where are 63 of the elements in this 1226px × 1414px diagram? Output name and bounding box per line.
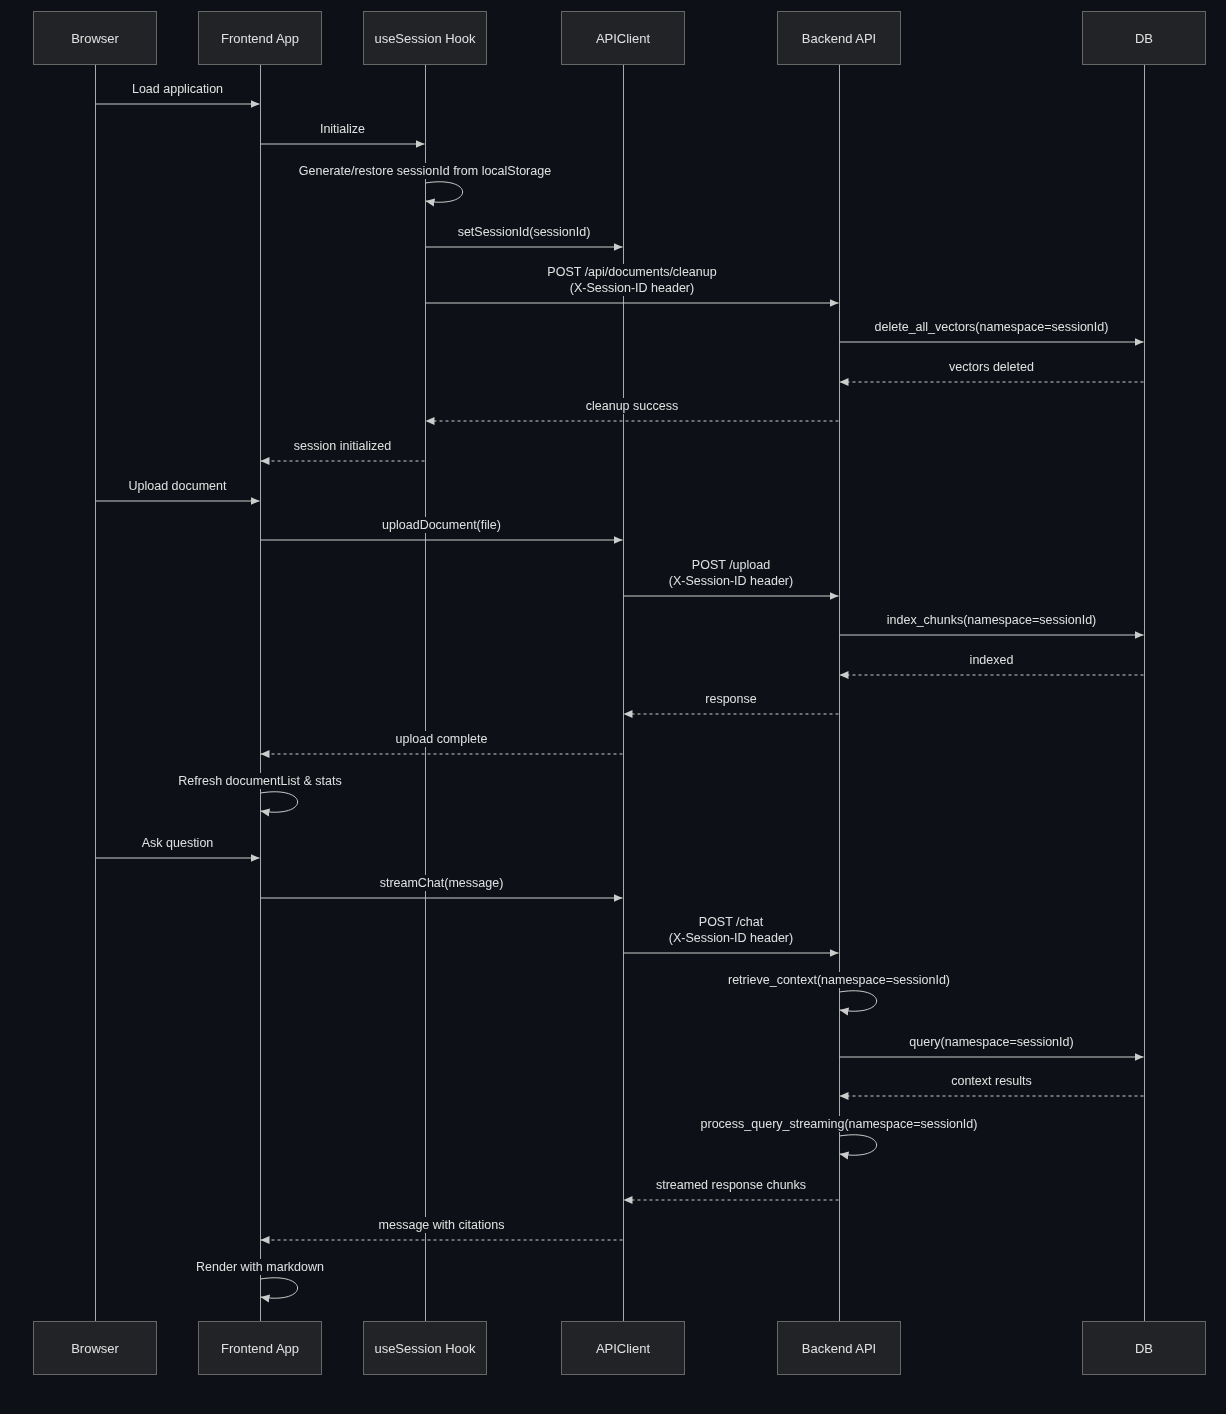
edge-label: Load application <box>131 81 224 97</box>
message-arrow <box>260 536 623 544</box>
edge-label: Upload document <box>128 478 227 494</box>
participant-box: APIClient <box>561 1321 685 1375</box>
message-arrow <box>95 100 260 108</box>
edge-label: delete_all_vectors(namespace=sessionId) <box>874 319 1109 335</box>
message-arrow <box>260 894 623 902</box>
message-arrow <box>260 457 425 465</box>
edge-label: Refresh documentList & stats <box>178 773 342 789</box>
participant-box: useSession Hook <box>363 1321 487 1375</box>
message-arrow <box>260 1277 299 1302</box>
message-arrow <box>839 378 1144 386</box>
edge-label: cleanup success <box>585 398 679 414</box>
message-arrow <box>839 990 878 1015</box>
message-arrow <box>95 854 260 862</box>
edge-label: upload complete <box>395 731 488 747</box>
edge-label: Render with markdown <box>196 1259 324 1275</box>
participant-box: DB <box>1082 11 1206 65</box>
participant-box: Backend API <box>777 11 901 65</box>
edge-label: uploadDocument(file) <box>382 517 501 533</box>
edge-label: index_chunks(namespace=sessionId) <box>886 612 1097 628</box>
lifeline <box>259 64 261 1321</box>
participant-box: Backend API <box>777 1321 901 1375</box>
lifeline <box>1143 64 1145 1321</box>
message-arrow <box>260 750 623 758</box>
message-arrow <box>260 791 299 816</box>
lifeline <box>622 64 624 1321</box>
message-arrow <box>260 140 425 148</box>
message-arrow <box>839 671 1144 679</box>
message-arrow <box>425 299 839 307</box>
edge-label: process_query_streaming(namespace=sessionId) <box>700 1116 978 1132</box>
lifeline <box>838 64 840 1321</box>
lifeline <box>94 64 96 1321</box>
lifeline <box>424 64 426 1321</box>
message-arrow <box>839 1134 878 1159</box>
participant-box: APIClient <box>561 11 685 65</box>
message-arrow <box>425 243 623 251</box>
message-arrow <box>623 592 839 600</box>
message-arrow <box>839 631 1144 639</box>
message-arrow <box>623 949 839 957</box>
message-arrow <box>95 497 260 505</box>
edge-label: message with citations <box>378 1217 505 1233</box>
edge-label: setSessionId(sessionId) <box>457 224 591 240</box>
message-arrow <box>425 181 464 206</box>
participant-box: Browser <box>33 11 157 65</box>
edge-label: query(namespace=sessionId) <box>909 1034 1074 1050</box>
edge-label: streamChat(message) <box>379 875 504 891</box>
message-arrow <box>623 710 839 718</box>
participant-box: Frontend App <box>198 1321 322 1375</box>
message-arrow <box>260 1236 623 1244</box>
message-arrow <box>839 338 1144 346</box>
edge-label: Generate/restore sessionId from localStorage <box>298 163 552 179</box>
message-arrow <box>839 1092 1144 1100</box>
participant-box: Browser <box>33 1321 157 1375</box>
participant-box: Frontend App <box>198 11 322 65</box>
edge-label: streamed response chunks <box>655 1177 807 1193</box>
participant-box: DB <box>1082 1321 1206 1375</box>
message-arrow <box>839 1053 1144 1061</box>
participant-box: useSession Hook <box>363 11 487 65</box>
message-arrow <box>623 1196 839 1204</box>
edge-label: Ask question <box>141 835 214 851</box>
edge-label: retrieve_context(namespace=sessionId) <box>728 972 950 988</box>
message-arrow <box>425 417 839 425</box>
